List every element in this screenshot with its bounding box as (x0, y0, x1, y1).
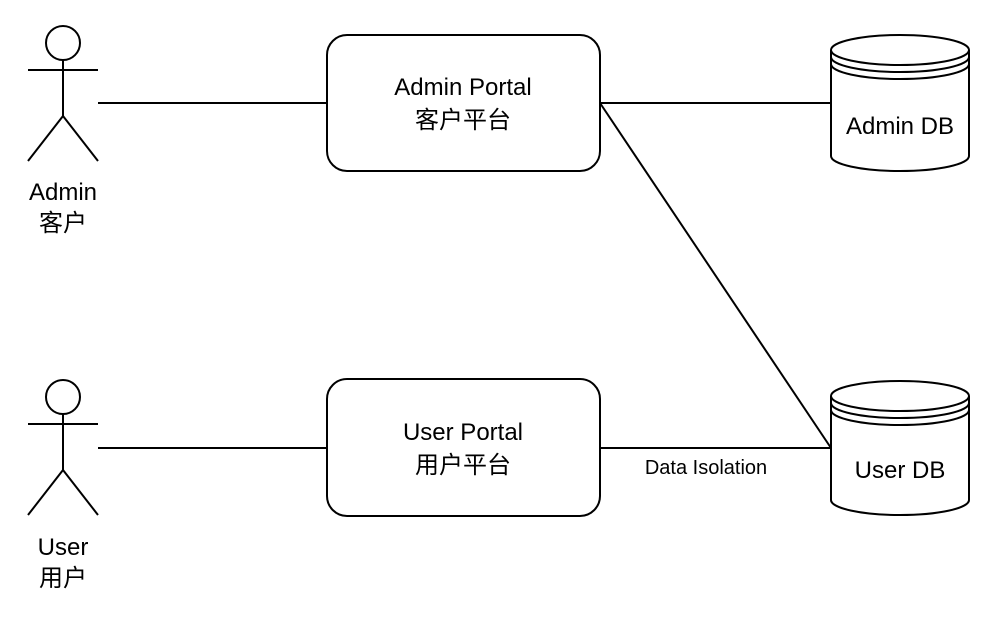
user-portal-label: User Portal (403, 419, 523, 446)
admin-actor-label: Admin (29, 179, 97, 206)
user-portal-label-zh: 用户平台 (415, 452, 511, 479)
admin-portal-node: Admin Portal 客户平台 (326, 34, 601, 172)
user-db-icon (830, 380, 970, 516)
user-portal-box (326, 378, 601, 517)
admin-actor-icon (27, 25, 99, 162)
data-isolation-label: Data Isolation (645, 457, 767, 479)
admin-actor-label-zh: 客户 (39, 210, 87, 237)
admin-actor: Admin 客户 (27, 25, 99, 237)
admin-db-label: Admin DB (846, 113, 954, 140)
user-db-label: User DB (855, 457, 946, 484)
admin-portal-label: Admin Portal (394, 74, 531, 101)
edge-admin-portal-to-user-db (599, 102, 832, 449)
admin-portal-label-zh: 客户平台 (415, 107, 511, 134)
user-actor-label: User (38, 534, 89, 561)
user-actor-label-zh: 用户 (39, 565, 87, 592)
admin-portal-box (326, 34, 601, 172)
admin-db-node: Admin DB (830, 34, 970, 172)
user-actor: User 用户 (27, 379, 99, 592)
admin-db-icon (830, 34, 970, 172)
user-db-node: User DB (830, 380, 970, 516)
user-actor-icon (27, 379, 99, 516)
connectors (98, 102, 832, 449)
user-portal-node: User Portal 用户平台 (326, 378, 601, 517)
